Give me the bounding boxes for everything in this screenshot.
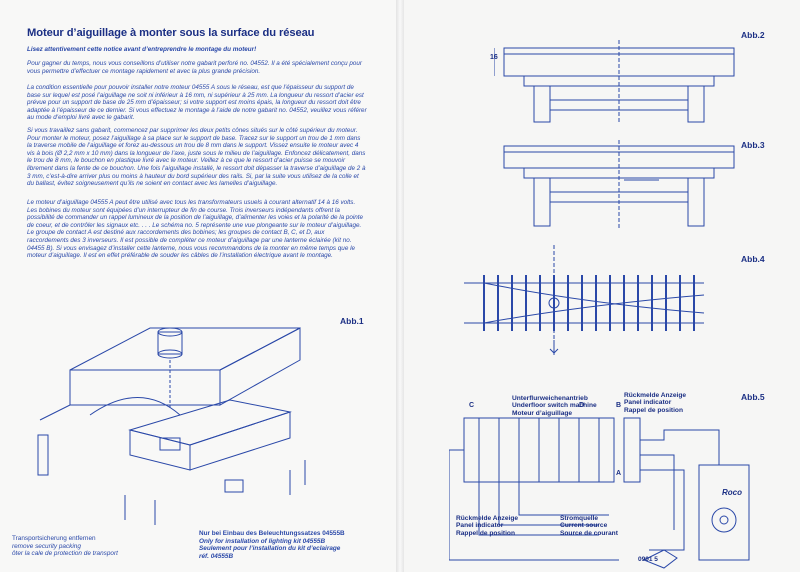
figure-2-drawing <box>494 40 735 123</box>
figure-label-abb1: Abb.1 <box>340 316 364 326</box>
right-page: Abb.2 16 Abb.3 Abb.4 <box>404 0 800 572</box>
brand-logo: Roco <box>722 488 742 497</box>
label-panel-top-en: Panel indicator <box>624 399 672 407</box>
label-panel-top-fr: Rappel de position <box>624 406 683 414</box>
label-source-de: Stromquelle <box>560 515 599 522</box>
paragraph-mounting: Si vous travaillez sans gabarit, commenc… <box>27 127 366 188</box>
caption-lighting-ref: réf. 04555B <box>199 552 234 560</box>
contact-letter-d: D <box>579 402 585 409</box>
figure-label-abb4: Abb.4 <box>741 254 765 264</box>
label-machine-fr: Moteur d’aiguillage <box>512 409 573 417</box>
figure-1-drawing <box>37 327 306 525</box>
paragraph-condition: La condition essentielle pour pouvoir in… <box>27 84 367 122</box>
paragraph-template: Pour gagner du temps, nous vous conseill… <box>27 60 362 75</box>
label-panel-indicator-top: Rückmelde Anzeige Panel indicator Rappel… <box>624 392 686 414</box>
paragraph-electrical: Le moteur d’aiguillage 04555 A peut être… <box>27 199 364 260</box>
caption-lighting-kit: Nur bei Einbau des Beleuchtungssatzes 04… <box>199 530 345 560</box>
label-switch-machine: Unterflurweichenantrieb Underfloor switc… <box>512 395 597 417</box>
figure-4-drawing <box>464 245 705 355</box>
label-panel-bottom-fr: Rappel de position <box>456 529 515 537</box>
label-panel-indicator-bottom: Rückmelde Anzeige Panel indicator Rappel… <box>456 515 518 537</box>
figure-5-wiring-diagram <box>449 417 750 569</box>
caption-security-fr: ôter la cale de protection de transport <box>12 550 118 558</box>
caption-lighting-en: Only for installation of lighting kit 04… <box>199 537 326 545</box>
caption-security-de: Transportsicherung entfernen <box>12 535 96 542</box>
part-number: 0901 5 <box>638 556 658 563</box>
left-page: Moteur d’aiguillage à monter sous la sur… <box>0 0 396 572</box>
caption-lighting-de: Nur bei Einbau des Beleuchtungssatzes 04… <box>199 530 345 537</box>
label-current-source: Stromquelle Current source Source de cou… <box>560 515 618 537</box>
caption-security-en: remove security packing <box>12 542 81 550</box>
caption-lighting-fr: Seulement pour l’installation du kit d’e… <box>199 545 341 553</box>
label-panel-bottom-en: Panel indicator <box>456 522 504 530</box>
caption-security-packing: Transportsicherung entfernen remove secu… <box>12 535 118 558</box>
label-machine-en: Underfloor switch machine <box>512 402 597 410</box>
contact-letter-b: B <box>616 402 622 409</box>
contact-letter-a: A <box>616 470 622 477</box>
label-panel-bottom-de: Rückmelde Anzeige <box>456 515 519 522</box>
page-fold <box>396 0 404 572</box>
figure-label-abb5: Abb.5 <box>741 392 765 402</box>
figure-3-drawing <box>503 140 735 230</box>
figure-label-abb2: Abb.2 <box>741 30 765 40</box>
contact-letter-c: C <box>469 402 475 409</box>
intro-warning: Lisez attentivement cette notice avant d… <box>27 46 257 53</box>
page-title: Moteur d’aiguillage à monter sous la sur… <box>27 27 315 39</box>
label-machine-de: Unterflurweichenantrieb <box>512 395 588 402</box>
label-panel-top-de: Rückmelde Anzeige <box>624 392 687 399</box>
label-source-en: Current source <box>560 522 608 530</box>
label-source-fr: Source de courant <box>560 529 618 537</box>
figure-label-abb3: Abb.3 <box>741 140 765 150</box>
